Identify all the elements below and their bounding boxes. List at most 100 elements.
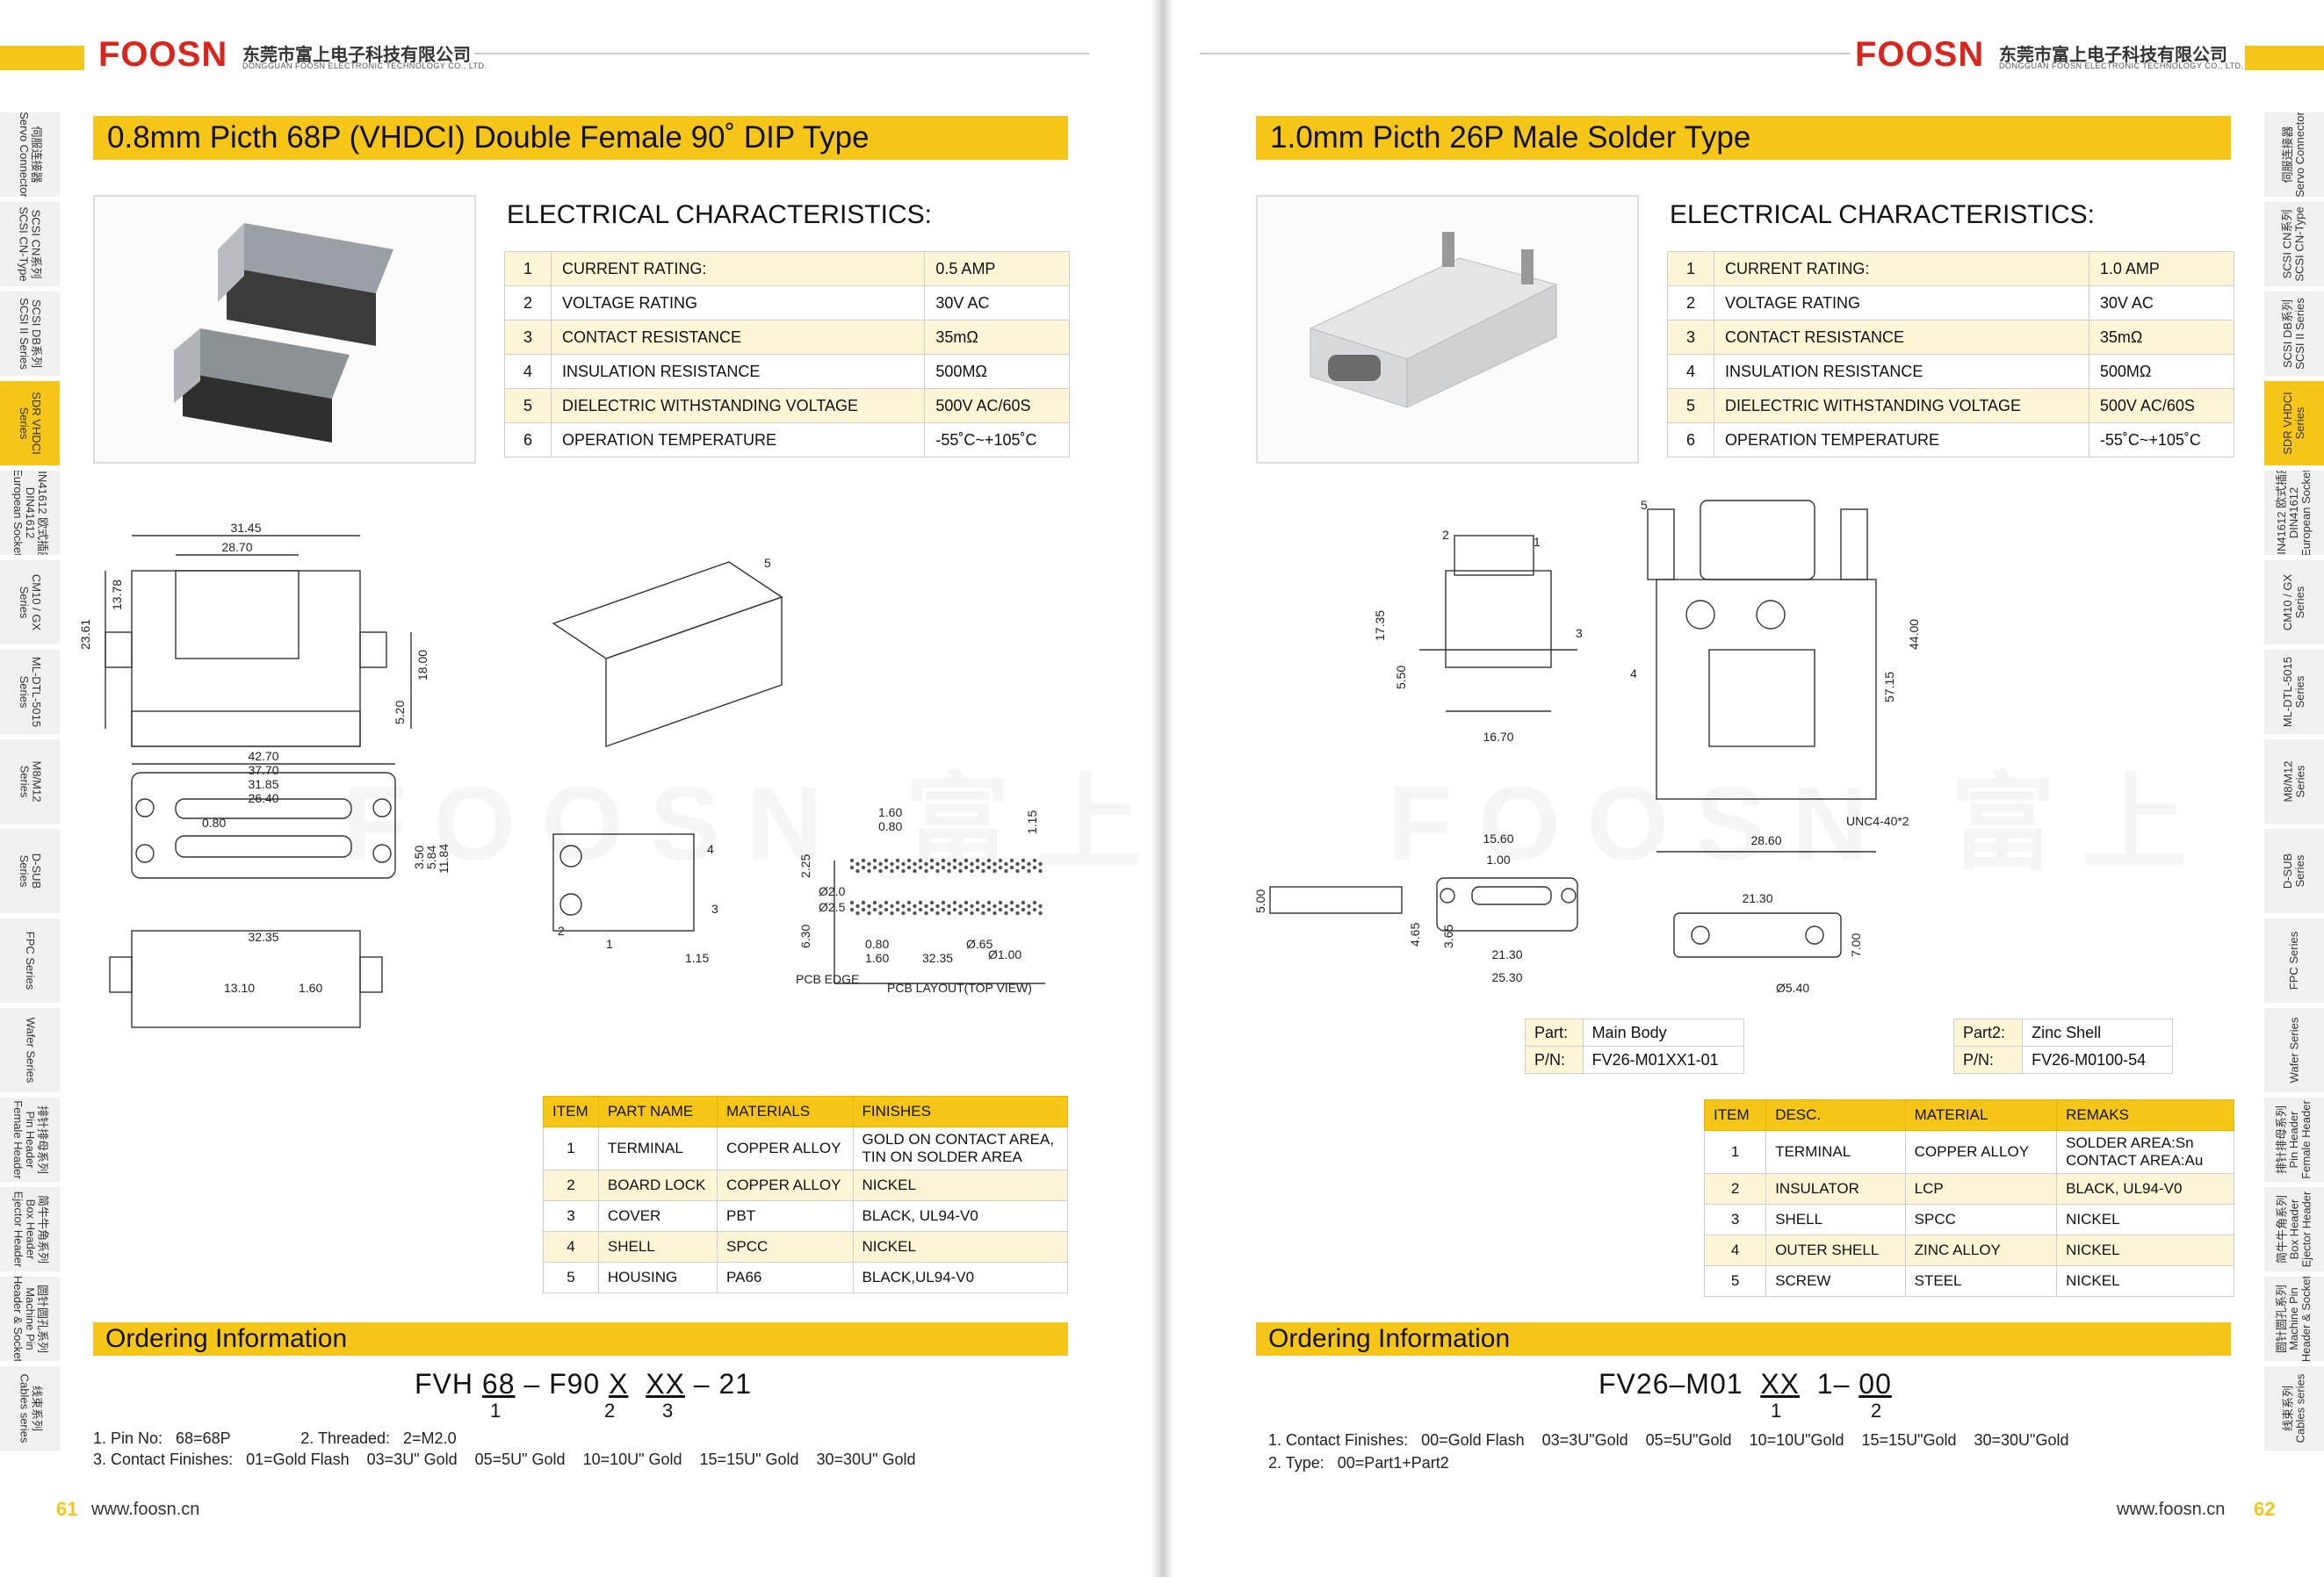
category-tab[interactable]: SCSI CN系列 SCSI CN-Type <box>0 202 60 288</box>
pcb-pad <box>906 907 912 912</box>
foosn-logo: FOOSN <box>1855 35 1985 74</box>
category-tab[interactable]: 圆针圆孔系列 Machine Pin Header & Socket <box>2264 1277 2324 1363</box>
category-tab-label: ML-DTL-5015 Series <box>2281 656 2307 728</box>
pcb-pad <box>958 911 963 916</box>
pcb-pad <box>1021 858 1026 863</box>
category-tab-label: SCSI CN系列 SCSI CN-Type <box>2281 206 2306 282</box>
dim-3-65: 3.65 <box>1441 925 1455 948</box>
part1-label: Part: <box>1525 1019 1584 1047</box>
category-tab[interactable]: ML-DTL-5015 Series <box>0 650 60 736</box>
dim-26-40: 26.40 <box>248 791 278 805</box>
category-tab[interactable]: SDR VHDCI Series <box>0 381 60 467</box>
dim-unc: UNC4-40*2 <box>1846 814 1909 828</box>
mat-part: TERMINAL <box>597 1127 718 1170</box>
callout-3: 3 <box>711 902 718 916</box>
code-prefix: FV26–M01 <box>1599 1368 1743 1400</box>
category-tab[interactable]: 圆针圆孔系列 Machine Pin Header & Socket <box>0 1277 60 1363</box>
mat-part: TERMINAL <box>1765 1130 1906 1174</box>
ordering-code: FV26–M01 XX 1– 00 <box>1599 1368 1892 1401</box>
pcb-pad <box>1015 868 1020 874</box>
ec-item: CURRENT RATING: <box>550 251 926 286</box>
category-tab[interactable]: CM10 / GX Series <box>2264 560 2324 646</box>
category-tab[interactable]: DIN41612 欧式插座 DIN41612 European Socket <box>2264 471 2324 557</box>
product-photo <box>93 195 476 464</box>
pcb-pad <box>901 904 906 909</box>
part1-value: Main Body <box>1582 1019 1745 1047</box>
ec-value: 500MΩ <box>924 354 1070 389</box>
pcb-pad <box>958 904 963 909</box>
callout-1: 1 <box>1534 535 1541 549</box>
pcb-pad <box>878 868 883 874</box>
code-part-1: XX <box>1760 1368 1800 1400</box>
category-tab[interactable]: CM10 / GX Series <box>0 560 60 646</box>
category-tab[interactable]: 伺服连接器 Servo Connector <box>0 112 60 198</box>
dim-21-30: 21.30 <box>1491 947 1522 961</box>
dim-21-30-b: 21.30 <box>1742 891 1772 905</box>
callout-5: 5 <box>1641 498 1648 512</box>
category-tab[interactable]: ML-DTL-5015 Series <box>2264 650 2324 736</box>
category-tab-label: DIN41612 欧式插座 DIN41612 European Socket <box>11 471 49 557</box>
category-tab[interactable]: M8/M12 Series <box>2264 739 2324 825</box>
mat-item: 5 <box>1703 1265 1767 1297</box>
ec-item: CONTACT RESISTANCE <box>1714 320 2089 355</box>
dim-1-15: 1.15 <box>1025 810 1039 834</box>
category-tab-label: SCSI DB系列 SCSI II Series <box>2281 298 2307 370</box>
category-tab[interactable]: 伺服连接器 Servo Connector <box>2264 112 2324 198</box>
pcb-pad <box>872 907 877 912</box>
pcb-pad <box>958 868 963 874</box>
ec-item: DIELECTRIC WITHSTANDING VOLTAGE <box>1714 388 2089 423</box>
category-tab[interactable]: DIN41612 欧式插座 DIN41612 European Socket <box>0 471 60 557</box>
mat-item: 3 <box>543 1200 599 1232</box>
category-tab-label: D-SUB Series <box>17 853 43 889</box>
dim-0-80-b: 0.80 <box>878 819 902 833</box>
category-tab[interactable]: 线束系列 Cables series <box>2264 1366 2324 1452</box>
category-tab[interactable]: D-SUB Series <box>2264 829 2324 915</box>
category-tab[interactable]: Wafer Series <box>0 1008 60 1094</box>
connector-photo-illustration <box>1309 232 1558 408</box>
pcb-pad <box>1015 904 1020 909</box>
pcb-pad <box>855 911 860 916</box>
ec-num: 6 <box>1667 422 1714 457</box>
dim-13-78: 13.78 <box>110 580 124 610</box>
category-tab[interactable]: SCSI DB系列 SCSI II Series <box>0 292 60 378</box>
category-tab[interactable]: SCSI CN系列 SCSI CN-Type <box>2264 202 2324 288</box>
category-tab[interactable]: FPC Series <box>0 918 60 1005</box>
category-tab[interactable]: Wafer Series <box>2264 1008 2324 1094</box>
pcb-pad <box>872 858 877 863</box>
pcb-pad <box>970 911 974 916</box>
ec-value: 30V AC <box>924 285 1070 320</box>
header-rule <box>474 53 1089 54</box>
category-tab[interactable]: 线束系列 Cables series <box>0 1366 60 1452</box>
mat-header: FINISHES <box>852 1096 1069 1127</box>
category-tab[interactable]: D-SUB Series <box>0 829 60 915</box>
category-tab-label: 伺服连接器 Servo Connector <box>2281 112 2306 198</box>
dim-37-70: 37.70 <box>248 763 278 777</box>
mat-part: OUTER SHELL <box>1765 1235 1906 1266</box>
pcb-pad <box>998 858 1003 863</box>
right-page: FOOSN 东莞市富上电子科技有限公司 DONGGUAN FOOSN ELECT… <box>1165 0 2324 1577</box>
category-tab[interactable]: FPC Series <box>2264 918 2324 1005</box>
pcb-pad <box>1027 861 1031 867</box>
dim-5-00: 5.00 <box>1253 889 1267 913</box>
pcb-pad <box>975 858 980 863</box>
category-tab[interactable]: SDR VHDCI Series <box>2264 381 2324 467</box>
category-tab[interactable]: SCSI DB系列 SCSI II Series <box>2264 292 2324 378</box>
category-tab-label: SCSI DB系列 SCSI II Series <box>18 298 44 370</box>
category-tab[interactable]: M8/M12 Series <box>0 739 60 825</box>
pcb-pad <box>913 904 917 909</box>
pcb-pad <box>855 904 860 909</box>
pcb-pad <box>878 861 883 867</box>
category-tab[interactable]: 简牛牛角系列 Box Header Ejector Header <box>2264 1187 2324 1273</box>
category-tab[interactable]: 排针排母系列 Pin Header Female Header <box>2264 1098 2324 1184</box>
pcb-pad <box>884 858 889 863</box>
part1-table: Part:Main Body P/N:FV26-M01XX1-01 <box>1525 1019 1745 1074</box>
pcb-pad <box>986 900 992 905</box>
ec-num: 4 <box>1667 354 1714 389</box>
category-tab[interactable]: 排针排母系列 Pin Header Female Header <box>0 1098 60 1184</box>
callout-4: 4 <box>707 842 714 856</box>
pcb-pad <box>1009 858 1014 863</box>
category-tab[interactable]: 简牛牛角系列 Box Header Ejector Header <box>0 1187 60 1273</box>
